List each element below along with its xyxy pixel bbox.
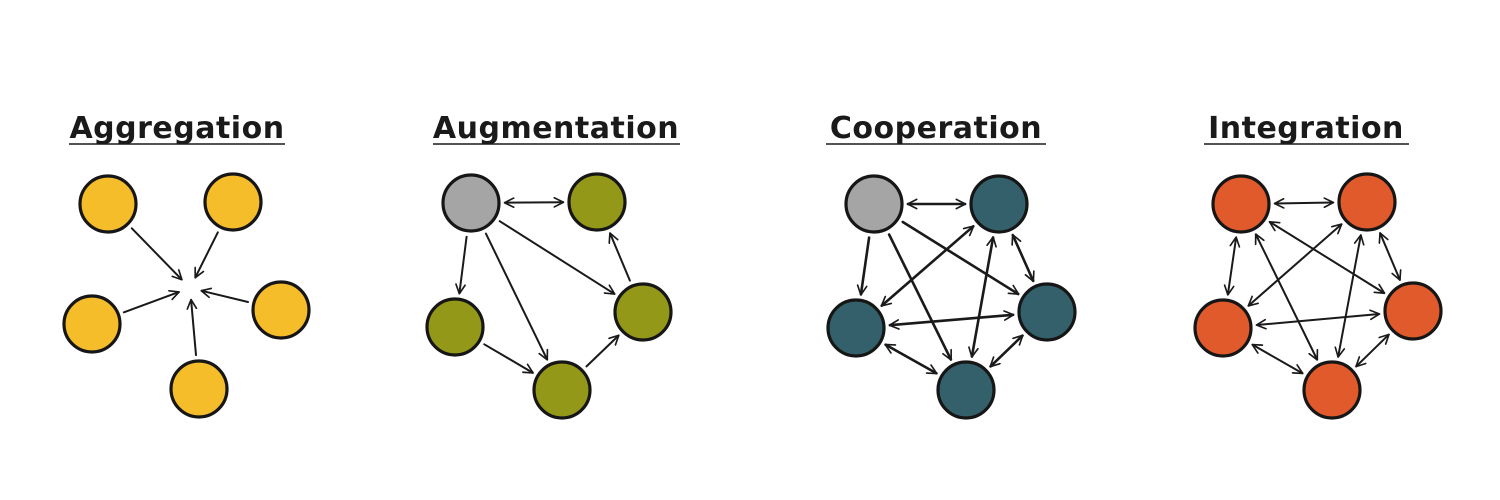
agent-node: [425, 297, 485, 357]
agent-node: [969, 174, 1029, 234]
agent-node: [613, 282, 673, 342]
edge-double-arrow: [989, 334, 1024, 368]
agent-node: [1017, 282, 1077, 342]
edge-double-arrow: [968, 236, 997, 358]
edge-arrow-to-hub: [186, 298, 198, 357]
agent-node: [78, 174, 138, 234]
agent-node: [936, 360, 996, 420]
edge-arrow: [455, 235, 468, 295]
agent-node: [169, 359, 229, 419]
panel-aggregation: Aggregation: [62, 111, 311, 419]
edge-double-arrow: [1251, 343, 1304, 375]
edge-arrow: [585, 334, 620, 368]
agent-node: [203, 172, 263, 232]
edge-double-arrow: [1273, 197, 1335, 209]
panel-title: Augmentation: [433, 111, 679, 146]
node-group: [62, 172, 311, 419]
panel-title: Integration: [1208, 111, 1404, 146]
agent-node: [251, 280, 311, 340]
edge-double-arrow: [1255, 309, 1381, 330]
panel-cooperation: Cooperation: [826, 111, 1077, 420]
edge-arrow-to-hub: [130, 227, 183, 281]
panel-augmentation: Augmentation: [425, 111, 680, 420]
edge-double-arrow: [1223, 236, 1241, 296]
panel-title: Aggregation: [69, 111, 284, 146]
edge-arrow-to-hub: [200, 287, 249, 303]
edge-group: [455, 196, 631, 374]
panel-title: Cooperation: [830, 111, 1042, 146]
edge-arrow: [608, 232, 631, 282]
edge-arrow: [483, 343, 534, 374]
edge-group: [122, 227, 249, 357]
agent-node: [532, 360, 592, 420]
agent-node: [1337, 172, 1397, 232]
panel-integration: Integration: [1193, 111, 1443, 420]
edge-arrow: [856, 236, 871, 296]
edge-double-arrow: [880, 225, 975, 308]
node-group: [1193, 172, 1443, 420]
edge-double-arrow: [1334, 234, 1365, 358]
agent-node: [1302, 360, 1362, 420]
edge-arrow: [484, 232, 549, 361]
edge-double-arrow: [1355, 333, 1390, 368]
agent-node: [1193, 298, 1253, 358]
edge-arrow: [498, 220, 616, 295]
node-group: [425, 172, 673, 420]
agent-node: [1383, 281, 1443, 341]
agent-node: [62, 294, 122, 354]
agent-node: [826, 298, 886, 358]
edge-double-arrow: [1011, 233, 1035, 283]
agent-node: [567, 172, 627, 232]
edge-group: [1223, 197, 1402, 375]
edge-arrow-to-hub: [194, 231, 219, 279]
edge-double-arrow: [1247, 223, 1343, 307]
edge-double-arrow: [884, 343, 938, 375]
edge-double-arrow: [888, 310, 1015, 330]
edge-arrow-to-hub: [122, 289, 180, 314]
edge-group: [856, 198, 1035, 375]
edge-double-arrow: [1378, 232, 1402, 281]
edge-double-arrow: [1268, 220, 1386, 295]
central-node: [441, 173, 501, 233]
central-node: [844, 174, 904, 234]
node-group: [826, 174, 1077, 420]
agent-node: [1211, 174, 1271, 234]
